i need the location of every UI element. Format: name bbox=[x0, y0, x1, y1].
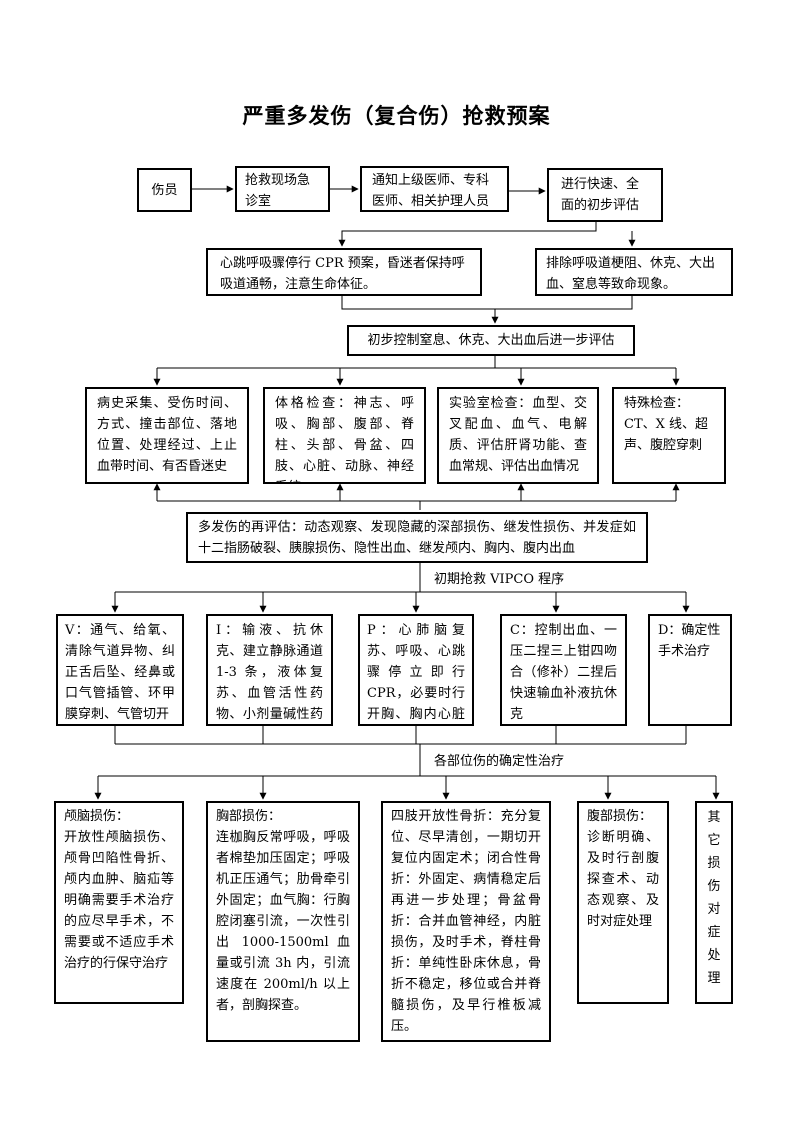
control-box: 初步控制窒息、休克、大出血后进一步评估 bbox=[347, 325, 635, 356]
abdomen-box: 腹部损伤： 诊断明确、及时行剖腹探查术、动态观察、及时对症处理 bbox=[577, 801, 669, 1004]
other-box: 其它损伤对症处理 bbox=[695, 801, 733, 1004]
vipco-v-box: V：通气、给氧、清除气道异物、纠正舌后坠、经鼻或口气管插管、环甲膜穿刺、气管切开 bbox=[56, 614, 184, 726]
vipco-d-text: D：确定性手术治疗 bbox=[658, 623, 721, 659]
vipco-d-box: D：确定性手术治疗 bbox=[648, 614, 732, 726]
notify-box: 通知上级医师、专科医师、相关护理人员 bbox=[360, 166, 509, 212]
scene-box: 抢救现场急诊室 bbox=[235, 166, 330, 212]
arrow-assess-row2 bbox=[338, 222, 597, 247]
wounded-text: 伤员 bbox=[151, 182, 178, 198]
assess-text: 进行快速、全面的初步评估 bbox=[561, 177, 640, 213]
head-title: 颅脑损伤： bbox=[64, 809, 130, 824]
physical-box: 体格检查：神志、呼吸、胸部、腹部、脊柱、头部、骨盆、四肢、心脏、动脉、神经系统 bbox=[263, 387, 426, 484]
scene-text: 抢救现场急诊室 bbox=[245, 173, 311, 209]
exclude-box: 排除呼吸道梗阻、休克、大出血、窒息等致命现象。 bbox=[535, 248, 733, 296]
limb-text: 四肢开放性骨折：充分复位、尽早清创，一期切开复位内固定术；闭合性骨折：外固定、病… bbox=[391, 809, 541, 1034]
head-text: 开放性颅脑损伤、颅骨凹陷性骨折、颅内血肿、脑疝等明确需要手术治疗的应尽早手术，不… bbox=[64, 830, 174, 971]
vipco-p-box: P：心肺脑复苏、呼吸、心跳骤停立即行 CPR，必要时行开胸、胸内心脏按压 bbox=[358, 614, 474, 726]
abdomen-title: 腹部损伤： bbox=[587, 809, 653, 824]
vipco-c-box: C：控制出血、一压二捏三上钳四吻合（修补）二捏后快速输血补液抗休克 bbox=[500, 614, 627, 726]
history-box: 病史采集、受伤时间、方式、撞击部位、落地位置、处理经过、上止血带时间、有否昏迷史 bbox=[85, 387, 249, 484]
cpr-box: 心跳呼吸骤停行 CPR 预案，昏迷者保持呼吸道通畅，注意生命体征。 bbox=[206, 248, 482, 296]
reassess-text: 多发伤的再评估：动态观察、发现隐藏的深部损伤、继发性损伤、并发症如十二指肠破裂、… bbox=[198, 520, 636, 556]
lab-box: 实验室检查：血型、交叉配血、血气、电解质、评估肝肾功能、查血常规、评估出血情况 bbox=[437, 387, 599, 484]
vipco-c-text: C：控制出血、一压二捏三上钳四吻合（修补）二捏后快速输血补液抗休克 bbox=[510, 623, 617, 722]
cpr-text: 心跳呼吸骤停行 CPR 预案，昏迷者保持呼吸道通畅，注意生命体征。 bbox=[220, 256, 465, 292]
physical-text: 体格检查：神志、呼吸、胸部、腹部、脊柱、头部、骨盆、四肢、心脏、动脉、神经系统 bbox=[275, 396, 414, 482]
chest-title: 胸部损伤： bbox=[216, 809, 282, 824]
reassess-box: 多发伤的再评估：动态观察、发现隐藏的深部损伤、继发性损伤、并发症如十二指肠破裂、… bbox=[186, 512, 648, 563]
definitive-label: 各部位伤的确定性治疗 bbox=[432, 753, 567, 771]
other-text: 其它损伤对症处理 bbox=[707, 810, 721, 986]
wounded-box: 伤员 bbox=[137, 168, 192, 212]
vipco-p-text: P：心肺脑复苏、呼吸、心跳骤停立即行 CPR，必要时行开胸、胸内心脏按压 bbox=[367, 623, 465, 722]
vipco-v-text: V：通气、给氧、清除气道异物、纠正舌后坠、经鼻或口气管插管、环甲膜穿刺、气管切开 bbox=[65, 623, 175, 722]
chest-text: 连枷胸反常呼吸，呼吸者棉垫加压固定；呼吸机正压通气；肋骨牵引外固定；血气胸：行胸… bbox=[216, 830, 350, 1013]
abdomen-text: 诊断明确、及时行剖腹探查术、动态观察、及时对症处理 bbox=[587, 830, 659, 929]
lab-text: 实验室检查：血型、交叉配血、血气、电解质、评估肝肾功能、查血常规、评估出血情况 bbox=[449, 396, 587, 474]
vipco-label: 初期抢救 VIPCO 程序 bbox=[432, 571, 567, 589]
assess-box: 进行快速、全面的初步评估 bbox=[547, 168, 663, 222]
limb-box: 四肢开放性骨折：充分复位、尽早清创，一期切开复位内固定术；闭合性骨折：外固定、病… bbox=[381, 801, 551, 1042]
chest-box: 胸部损伤： 连枷胸反常呼吸，呼吸者棉垫加压固定；呼吸机正压通气；肋骨牵引外固定；… bbox=[206, 801, 360, 1042]
notify-text: 通知上级医师、专科医师、相关护理人员 bbox=[372, 173, 490, 209]
control-text: 初步控制窒息、休克、大出血后进一步评估 bbox=[367, 333, 615, 348]
line-row2-join bbox=[341, 296, 633, 310]
exclude-text: 排除呼吸道梗阻、休克、大出血、窒息等致命现象。 bbox=[546, 256, 716, 292]
head-box: 颅脑损伤： 开放性颅脑损伤、颅骨凹陷性骨折、颅内血肿、脑疝等明确需要手术治疗的应… bbox=[54, 801, 184, 1004]
special-box: 特殊检查：CT、X 线、超声、腹腔穿刺 bbox=[612, 387, 726, 484]
vipco-i-box: I：输液、抗休克、建立静脉通道 1-3 条，液体复苏、血管活性药物、小剂量碱性药… bbox=[206, 614, 333, 726]
history-text: 病史采集、受伤时间、方式、撞击部位、落地位置、处理经过、上止血带时间、有否昏迷史 bbox=[97, 396, 237, 474]
special-text: 特殊检查：CT、X 线、超声、腹腔穿刺 bbox=[624, 396, 709, 453]
vipco-i-text: I：输液、抗休克、建立静脉通道 1-3 条，液体复苏、血管活性药物、小剂量碱性药… bbox=[216, 623, 323, 722]
page-title: 严重多发伤（复合伤）抢救预案 bbox=[242, 104, 551, 128]
